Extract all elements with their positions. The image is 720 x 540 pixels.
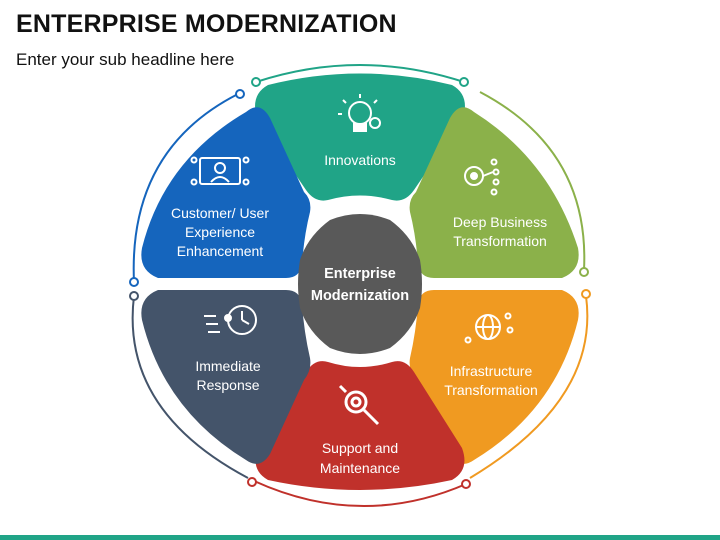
segment-shape — [409, 290, 579, 464]
segment-deep-business — [409, 107, 579, 278]
segment-label-line: Support and — [322, 440, 398, 456]
segment-immediate — [141, 290, 311, 464]
segment-shape — [141, 107, 311, 278]
center-label-line1: Enterprise — [324, 266, 396, 282]
segment-infrastructure — [409, 290, 579, 464]
segment-label-line: Deep Business — [453, 214, 547, 230]
segment-shape — [141, 290, 311, 464]
segment-label-customer: Customer/ User Experience Enhancement — [171, 205, 269, 259]
lightbulb-gear-icon — [338, 94, 381, 132]
segment-label-line: Innovations — [324, 152, 396, 168]
page-title: ENTERPRISE MODERNIZATION — [16, 10, 397, 38]
center-label-line2: Modernization — [311, 288, 409, 304]
bottom-accent-bar — [0, 535, 720, 540]
segment-label-line: Infrastructure — [450, 363, 533, 379]
segment-label-line: Response — [196, 377, 259, 393]
segment-label-innovations: Innovations — [324, 152, 396, 168]
segment-innovations — [255, 73, 465, 201]
connector-arc-deep-business — [479, 91, 586, 271]
segment-label-support: Support and Maintenance — [320, 440, 400, 476]
gear-wrench-icon — [338, 384, 380, 426]
segment-support — [255, 361, 465, 490]
segment-shape — [255, 73, 465, 201]
segment-label-immediate: Immediate Response — [195, 358, 261, 393]
center-shape — [298, 214, 422, 354]
segment-customer — [141, 107, 311, 278]
globe-network-icon — [464, 312, 514, 344]
connector-arcs — [131, 64, 589, 507]
connector-arc-customer — [132, 93, 239, 283]
connector-arc-innovations — [255, 64, 465, 83]
segment-label-line: Enhancement — [177, 243, 264, 259]
connector-arc-support — [251, 479, 467, 507]
running-clock-icon — [204, 305, 257, 335]
segment-label-line: Maintenance — [320, 460, 400, 476]
segment-label-line: Customer/ User — [171, 205, 269, 221]
segment-shape — [409, 107, 579, 278]
segment-label-line: Transformation — [444, 382, 538, 398]
connector-arc-infrastructure — [469, 295, 589, 479]
segment-label-line: Experience — [185, 224, 255, 240]
connector-dots — [129, 77, 591, 489]
user-screen-icon — [190, 156, 250, 186]
segment-label-line: Immediate — [195, 358, 261, 374]
segment-label-infrastructure: Infrastructure Transformation — [444, 363, 538, 398]
page-subtitle: Enter your sub headline here — [16, 50, 235, 69]
segment-label-deep-business: Deep Business Transformation — [453, 214, 547, 249]
connector-arc-immediate — [131, 295, 249, 479]
segment-shape — [255, 361, 465, 490]
segment-label-line: Transformation — [453, 233, 547, 249]
gear-network-icon — [464, 158, 500, 196]
